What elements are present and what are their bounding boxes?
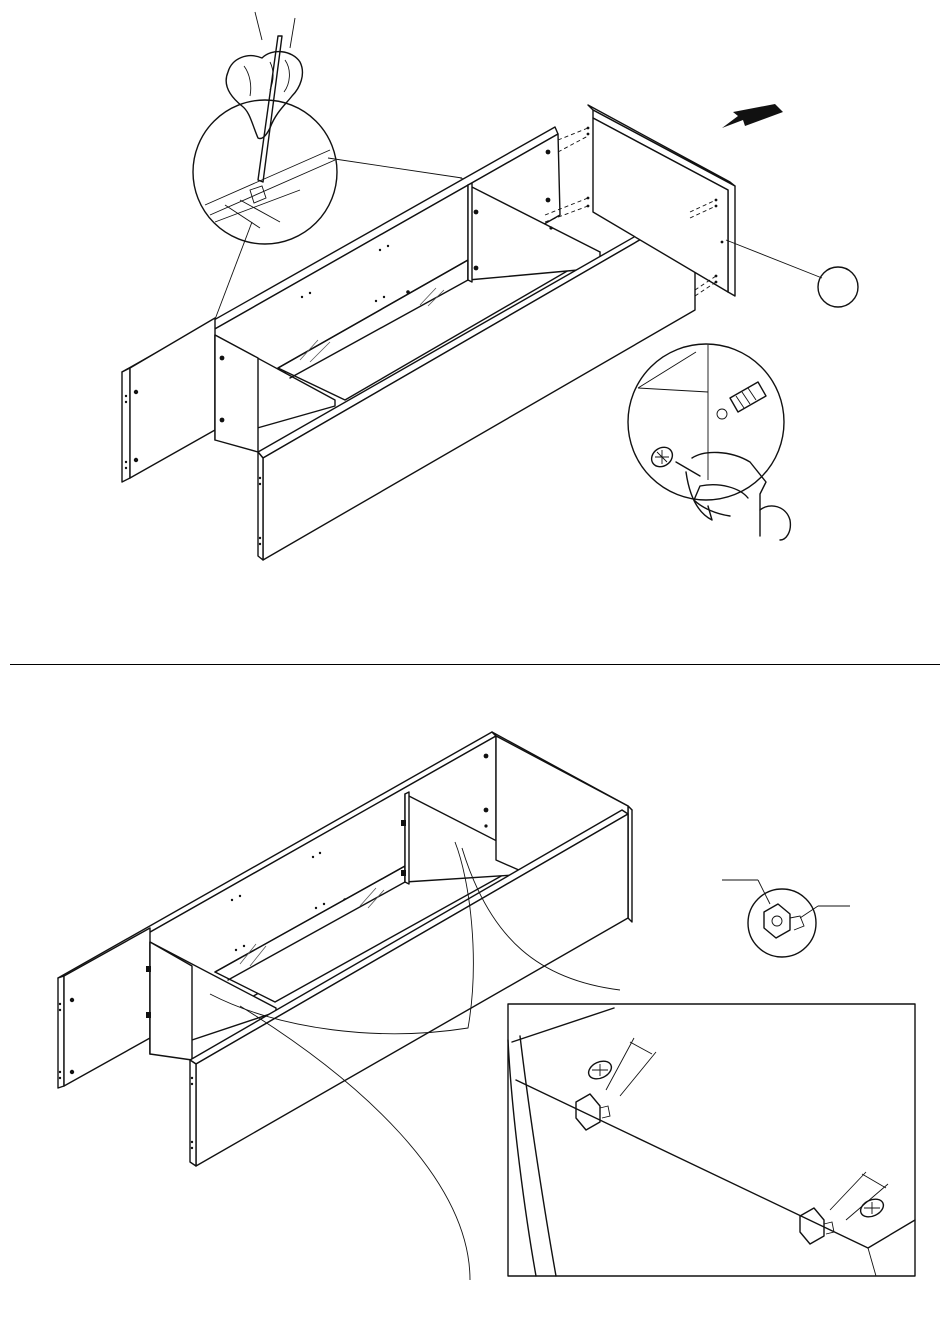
left-side-panel: [122, 318, 215, 482]
hand-icon: [226, 52, 302, 139]
part-callout-circle: [818, 267, 858, 307]
cam-fitting-inset-detail: [508, 1004, 915, 1276]
cam-lock-icon: [648, 443, 676, 470]
hand-with-screwdriver-detail: [193, 12, 337, 244]
dowel-icon: [730, 382, 766, 412]
arrow-icon: [722, 104, 783, 128]
step-upper-illustration: [0, 0, 950, 660]
cam-lock-detail: [722, 880, 850, 957]
step-lower-illustration: [0, 660, 950, 1344]
screw-and-dowel-detail: [628, 344, 790, 540]
